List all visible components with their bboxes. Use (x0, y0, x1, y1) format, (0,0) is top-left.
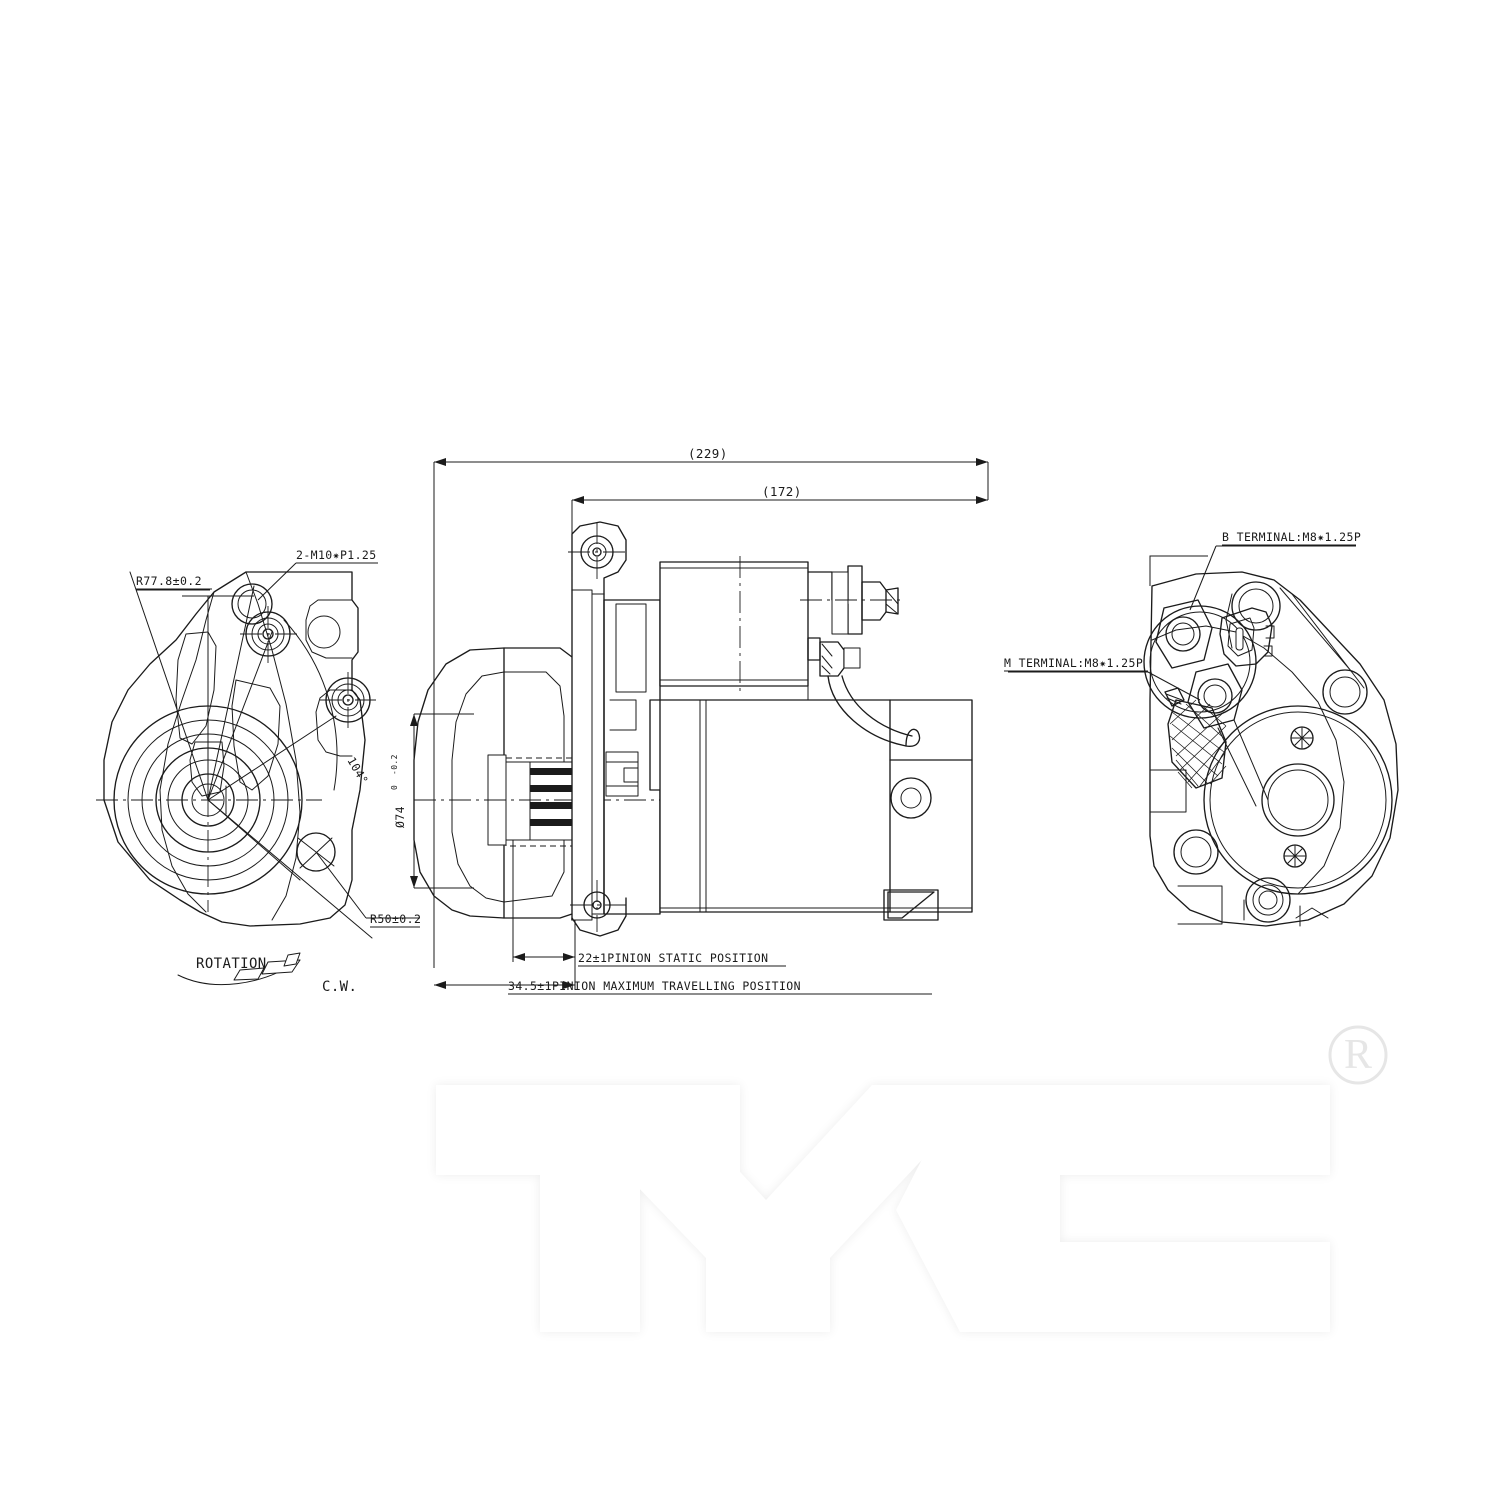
label-overall-length: (229) (688, 446, 728, 461)
left-view-group (96, 571, 376, 939)
label-rotation-dir: C.W. (322, 979, 357, 995)
right-view-group (1143, 555, 1399, 927)
label-terminal-m: M TERMINAL:M8✷1.25P (1004, 656, 1143, 670)
label-thread-callout: 2-M10✷P1.25 (296, 548, 377, 562)
center-view-group (410, 458, 989, 990)
label-angle: 104° (344, 755, 371, 787)
label-body-length: (172) (762, 484, 802, 499)
label-pilot-diameter: Ø74 (393, 806, 407, 828)
label-pinion-static: 22±1PINION STATIC POSITION (578, 951, 768, 965)
label-radius-77: R77.8±0.2 (136, 574, 202, 588)
label-radius-50: R50±0.2 (370, 912, 421, 926)
annotation-leaders (136, 545, 1356, 985)
label-pilot-tol-upper: 0 (390, 785, 399, 790)
label-pilot-tol-lower: -0.2 (390, 754, 399, 775)
annotation-text: (229) (172) R77.8±0.2 2-M10✷P1.25 R50±0.… (136, 446, 1361, 995)
label-rotation: ROTATION (196, 956, 267, 972)
label-terminal-b: B TERMINAL:M8✷1.25P (1222, 530, 1361, 544)
label-pinion-travel: 34.5±1PINION MAXIMUM TRAVELLING POSITION (508, 979, 801, 993)
